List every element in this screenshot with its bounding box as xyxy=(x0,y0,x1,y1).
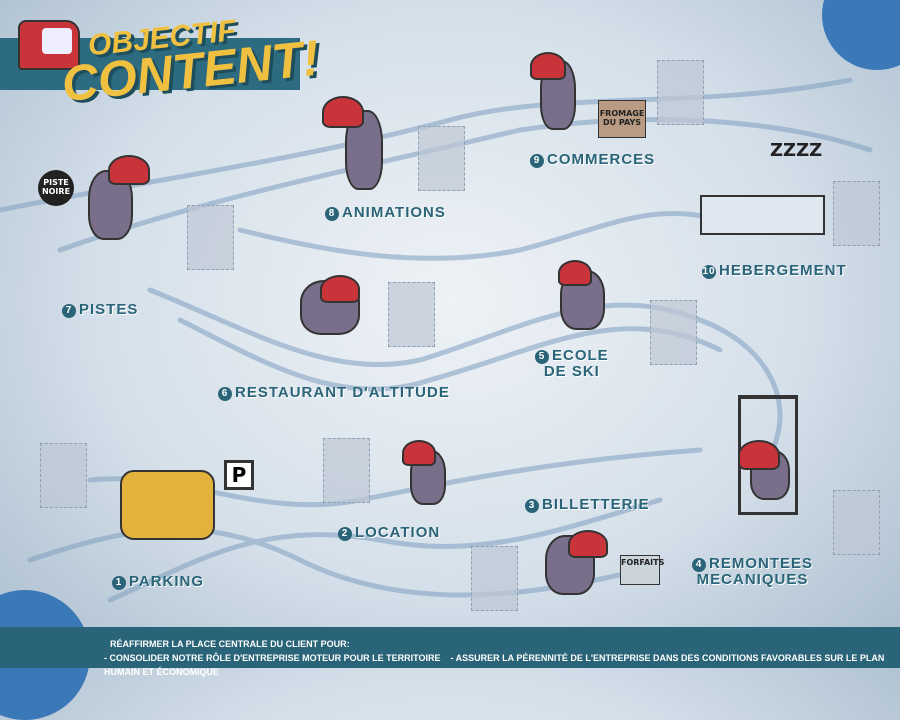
hat-icon xyxy=(108,155,150,185)
photo-placeholder xyxy=(323,438,370,503)
photo-placeholder xyxy=(418,126,465,191)
parking-sign: P xyxy=(224,460,254,490)
photo-placeholder xyxy=(833,490,880,555)
hat-icon xyxy=(558,260,592,286)
forfaits-sign: FORFAITS xyxy=(620,555,664,585)
footer-heading: RÉAFFIRMER LA PLACE CENTRALE DU CLIENT P… xyxy=(110,639,350,649)
photo-placeholder xyxy=(650,300,697,365)
photo-placeholder xyxy=(40,443,87,508)
hat-icon xyxy=(322,96,364,128)
snow-groomer-illustration xyxy=(18,20,80,70)
footer-point-1: - CONSOLIDER NOTRE RÔLE D'ENTREPRISE MOT… xyxy=(104,653,441,663)
hat-icon xyxy=(402,440,436,466)
photo-placeholder xyxy=(657,60,704,125)
photo-placeholder xyxy=(187,205,234,270)
photo-placeholder xyxy=(833,181,880,246)
photo-placeholder xyxy=(471,546,518,611)
fromage-sign: FROMAGE DU PAYS xyxy=(598,100,646,138)
hat-icon xyxy=(530,52,566,80)
sleep-text: ZZZZ xyxy=(770,140,823,161)
car-illustration xyxy=(120,470,215,540)
hat-icon xyxy=(568,530,608,558)
photo-placeholder xyxy=(388,282,435,347)
footer-band: RÉAFFIRMER LA PLACE CENTRALE DU CLIENT P… xyxy=(0,627,900,677)
piste-sign: PISTE NOIRE xyxy=(38,170,74,206)
hat-icon xyxy=(738,440,780,470)
hat-icon xyxy=(320,275,360,303)
bed-illustration xyxy=(700,195,825,235)
